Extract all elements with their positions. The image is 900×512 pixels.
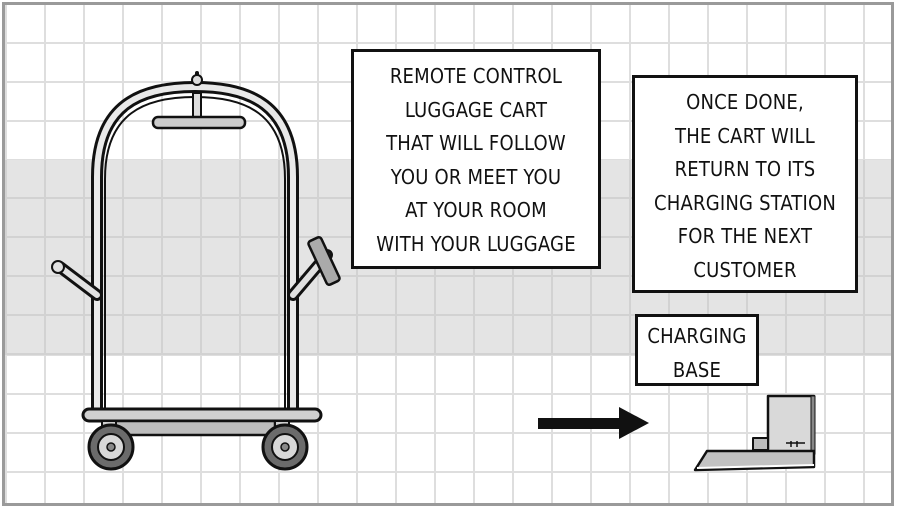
cart-illustration: [51, 71, 816, 472]
comic-panel: REMOTE CONTROL LUGGAGE CART THAT WILL FO…: [2, 2, 894, 506]
caption-line: ONCE DONE,: [686, 90, 804, 114]
caption-line: THAT WILL FOLLOW: [386, 131, 566, 155]
caption-line: WITH YOUR LUGGAGE: [376, 231, 576, 256]
caption-line: BASE: [672, 357, 722, 382]
caption-line: CHARGING: [647, 324, 747, 348]
caption-line: AT YOUR ROOM: [405, 198, 547, 222]
caption-line: REMOTE CONTROL: [389, 64, 563, 88]
luggage-cart-icon: [51, 71, 341, 471]
caption-line: THE CART WILL: [675, 123, 815, 148]
right-arrow-icon: [538, 407, 649, 439]
charging-base-label: CHARGING BASE: [635, 314, 759, 386]
once-done-caption: ONCE DONE, THE CART WILL RETURN TO ITS C…: [632, 75, 858, 293]
caption-line: CHARGING STATION: [654, 190, 836, 215]
caption-line: FOR THE NEXT: [677, 224, 813, 248]
remote-control-caption: REMOTE CONTROL LUGGAGE CART THAT WILL FO…: [351, 49, 601, 269]
caption-line: CUSTOMER: [693, 257, 797, 282]
caption-line: LUGGAGE CART: [404, 97, 548, 122]
caption-line: RETURN TO ITS: [674, 157, 816, 181]
charging-station-icon: [693, 394, 816, 472]
caption-line: YOU OR MEET YOU: [390, 164, 562, 189]
